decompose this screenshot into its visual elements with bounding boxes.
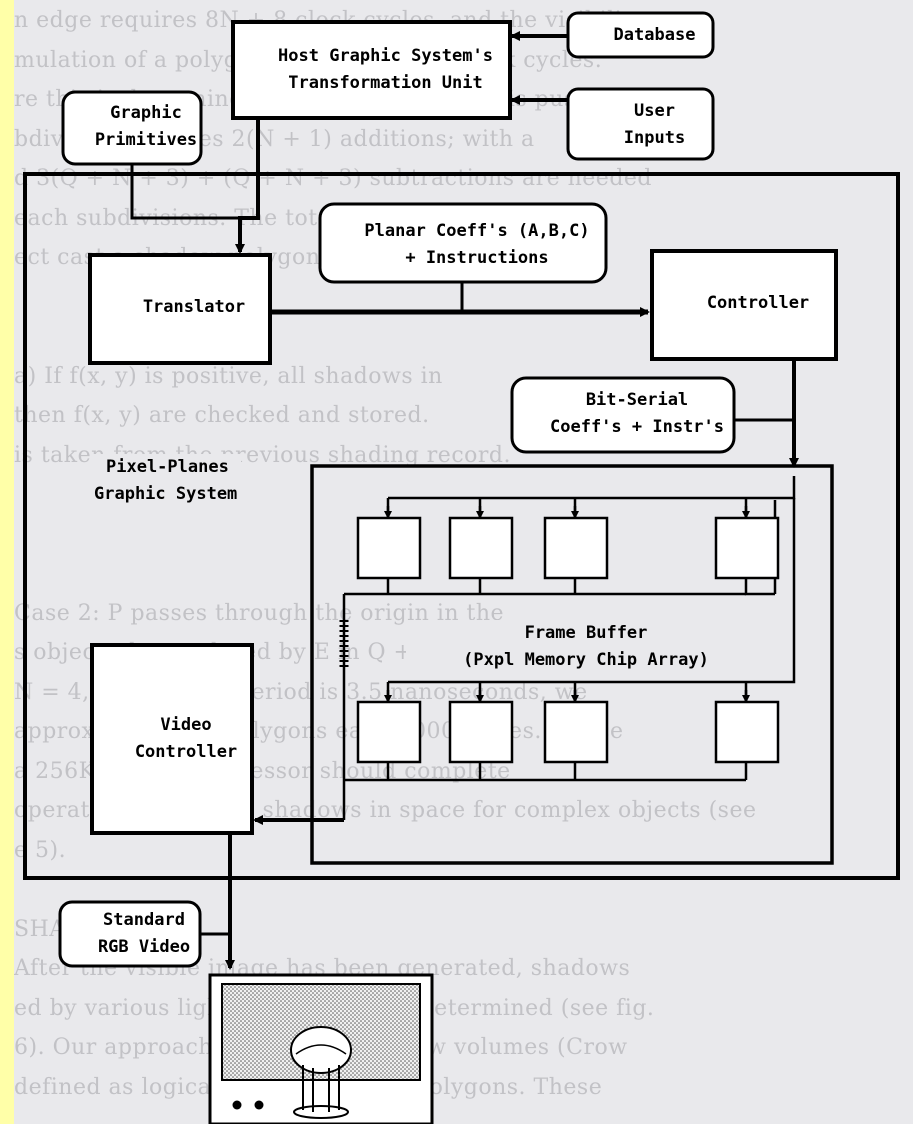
standard-rgb-line1: Standard [74,907,214,934]
user-inputs-label: User Inputs [582,98,727,152]
memory-chip [358,518,420,578]
controller-label: Controller [666,290,850,317]
host-label: Host Graphic System's Transformation Uni… [247,43,524,97]
frame-buffer-label: Frame Buffer (Pxpl Memory Chip Array) [406,620,766,674]
standard-rgb-line2: RGB Video [74,934,214,961]
memory-chip [450,702,512,762]
pixel-planes-line1: Pixel-Planes [94,454,237,481]
memory-chip [716,518,778,578]
arrow-host-to-translator [240,118,258,252]
scanned-page: n edge requires 8N + 8 clock cycles, and… [14,0,913,1124]
user-inputs-line1: User [582,98,727,125]
translator-label: Translator [104,294,284,321]
bit-serial-line1: Bit-Serial [526,387,748,414]
planar-coeffs-label: Planar Coeff's (A,B,C) + Instructions [334,218,620,272]
video-controller-label: Video Controller [106,712,266,766]
monitor-icon [210,975,432,1124]
graphic-primitives-line1: Graphic [77,100,215,127]
memory-chip [716,702,778,762]
frame-buffer-line2: (Pxpl Memory Chip Array) [406,647,766,674]
host-label-line2: Transformation Unit [247,70,524,97]
pixel-planes-line2: Graphic System [94,481,237,508]
memory-chip [358,702,420,762]
memory-chip [450,518,512,578]
memory-chip [545,702,607,762]
host-label-line1: Host Graphic System's [247,43,524,70]
memory-chip [545,518,607,578]
frame-buffer-line1: Frame Buffer [406,620,766,647]
bit-serial-line2: Coeff's + Instr's [526,414,748,441]
standard-rgb-label: Standard RGB Video [74,907,214,961]
graphic-primitives-line2: Primitives [77,127,215,154]
video-controller-line2: Controller [106,739,266,766]
pixel-planes-label: Pixel-Planes Graphic System [90,454,241,508]
user-inputs-line2: Inputs [582,125,727,152]
planar-coeffs-line2: + Instructions [334,245,620,272]
graphic-primitives-label: Graphic Primitives [77,100,215,154]
planar-coeffs-line1: Planar Coeff's (A,B,C) [334,218,620,245]
video-controller-line1: Video [106,712,266,739]
database-label: Database [582,22,727,49]
bit-serial-label: Bit-Serial Coeff's + Instr's [526,387,748,441]
